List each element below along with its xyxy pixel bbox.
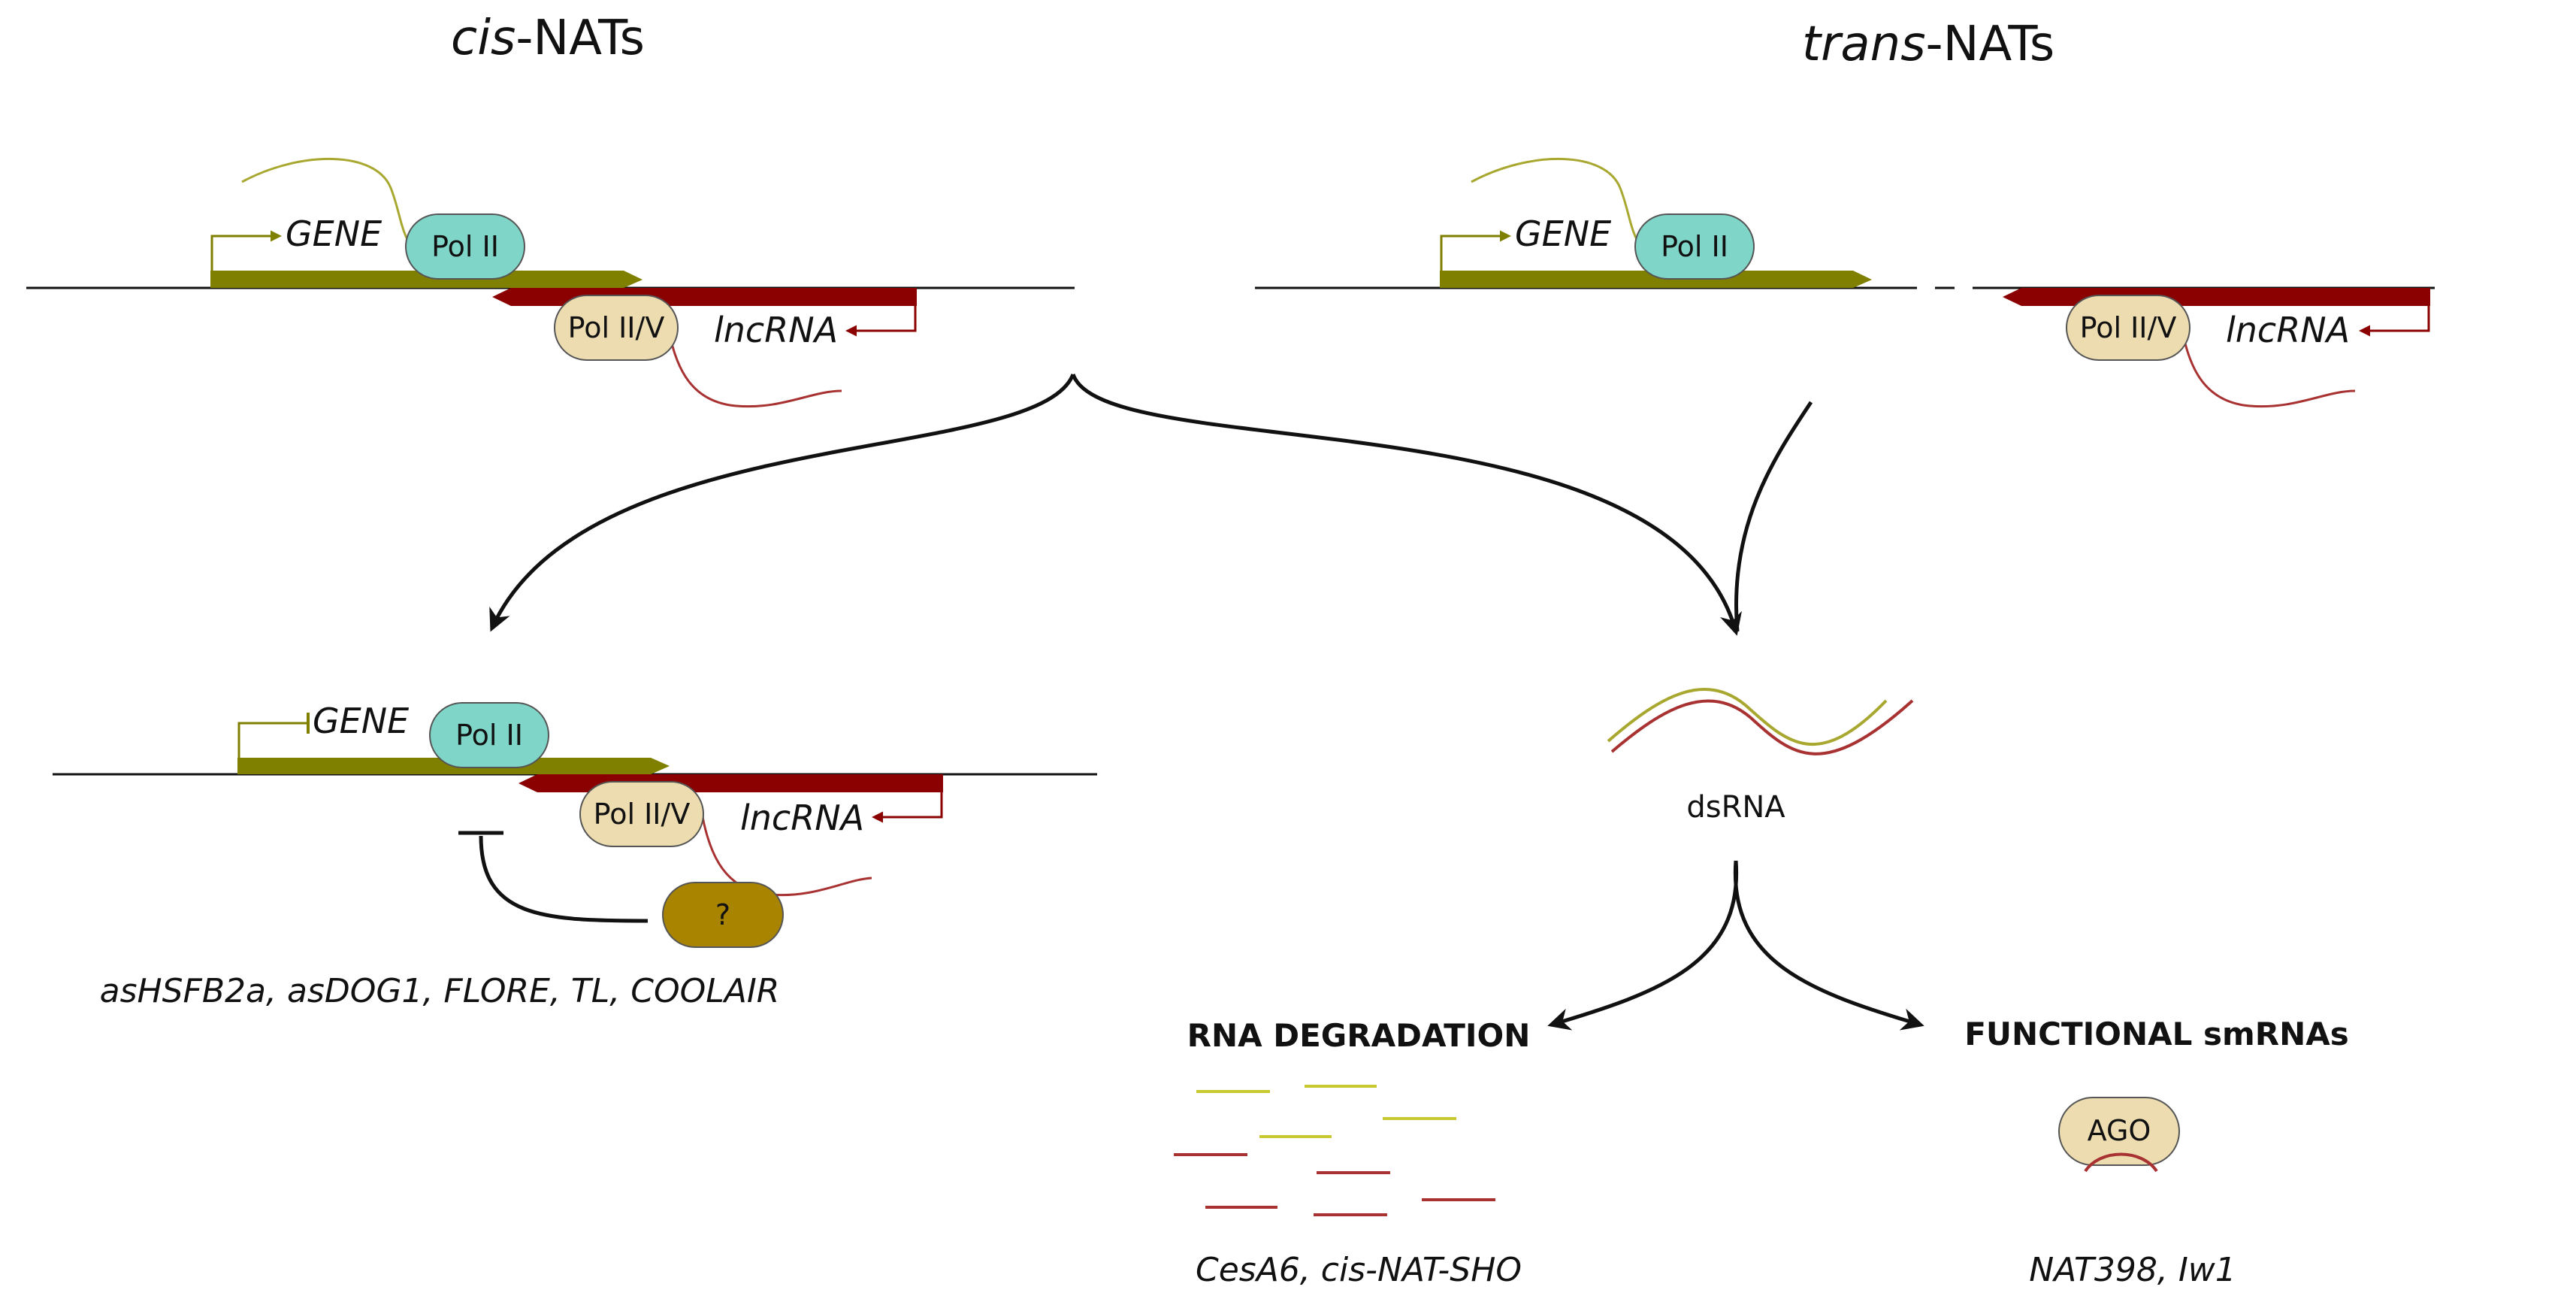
lncrna-bar (2003, 288, 2430, 306)
unknown-factor (662, 882, 784, 948)
arrow-to-dsrna-from-cis (1071, 374, 1742, 636)
trans-nat-locus: GENE Pol II Pol II/V lncRNA (1255, 158, 2435, 408)
ago-protein (2058, 1097, 2180, 1166)
arrow-to-functional (1733, 860, 1924, 1031)
dsrna-strand-sense (1607, 688, 1888, 746)
unknown-factor-label: ? (715, 898, 730, 931)
ago-complex: AGO (2058, 1097, 2180, 1173)
lncrna-promoter-arrow (872, 792, 943, 823)
pol-ii-label: Pol II (431, 230, 499, 263)
lncrna-bar (492, 288, 917, 306)
ago-label: AGO (2088, 1114, 2151, 1147)
pol-ii-v-label: Pol II/V (2080, 311, 2177, 344)
trans-title-prefix: trans (1802, 17, 1926, 72)
functional-examples: NAT398, Iw1 (2029, 1251, 2236, 1289)
dsrna-strand-antisense (1610, 699, 1914, 755)
pol-ii-v-complex (2066, 295, 2191, 361)
degradation-heading: RNA DEGRADATION (1187, 1017, 1531, 1054)
lncrna-rna-tail (2181, 330, 2356, 408)
functional-heading: FUNCTIONAL smRNAs (1964, 1016, 2349, 1052)
lncrna-rna-tail (667, 330, 842, 408)
lncrna-label: lncRNA (740, 798, 864, 838)
cis-repression-examples: asHSFB2a, asDOG1, FLORE, TL, COOLAIR (100, 972, 780, 1010)
pol-ii-v-complex (554, 295, 679, 361)
gene-promoter-blocked (237, 722, 307, 758)
pol-ii-label: Pol II (1661, 230, 1728, 263)
cis-title-suffix: -NATs (516, 11, 645, 66)
arrow-to-dsrna-from-trans (1734, 401, 1813, 632)
cis-title-prefix: cis (451, 11, 516, 66)
gene-promoter-arrow (1440, 230, 1511, 271)
cis-nats-title: cis-NATs (451, 11, 645, 66)
trans-title-suffix: -NATs (1926, 17, 2055, 72)
pol-ii-complex (1634, 213, 1755, 280)
gene-bar (1440, 271, 1872, 288)
cis-repression-locus: GENE Pol II Pol II/V lncRNA ? (53, 701, 1097, 948)
inhibition-arrow (479, 835, 649, 923)
degradation-examples: CesA6, cis-NAT-SHO (1196, 1251, 1522, 1289)
lncrna-bar (519, 774, 943, 792)
pol-ii-label: Pol II (455, 719, 523, 752)
pol-ii-complex (429, 702, 549, 768)
rna-fragments (1174, 1085, 1495, 1216)
gene-label: GENE (1515, 213, 1611, 254)
arrow-to-repression (489, 374, 1075, 632)
pol-ii-v-label: Pol II/V (594, 798, 691, 831)
arrow-to-degradation (1547, 860, 1739, 1031)
lncrna-label: lncRNA (714, 310, 838, 350)
lncrna-promoter-arrow (2359, 306, 2430, 337)
pol-ii-v-complex (579, 781, 704, 847)
gene-bar (210, 271, 642, 288)
gene-label: GENE (286, 213, 382, 254)
lncrna-label: lncRNA (2226, 310, 2350, 350)
dsrna-label: dsRNA (1686, 790, 1785, 825)
pol-ii-complex (405, 213, 525, 280)
lncrna-promoter-arrow (845, 306, 917, 337)
gene-label: GENE (313, 701, 409, 741)
cis-nat-locus: GENE Pol II Pol II/V lncRNA (26, 158, 1075, 408)
gene-promoter-arrow (210, 230, 282, 271)
pol-ii-v-label: Pol II/V (568, 311, 665, 344)
dsrna-group (1607, 688, 1914, 755)
small-rna (2084, 1152, 2158, 1173)
trans-nats-title: trans-NATs (1802, 17, 2054, 72)
